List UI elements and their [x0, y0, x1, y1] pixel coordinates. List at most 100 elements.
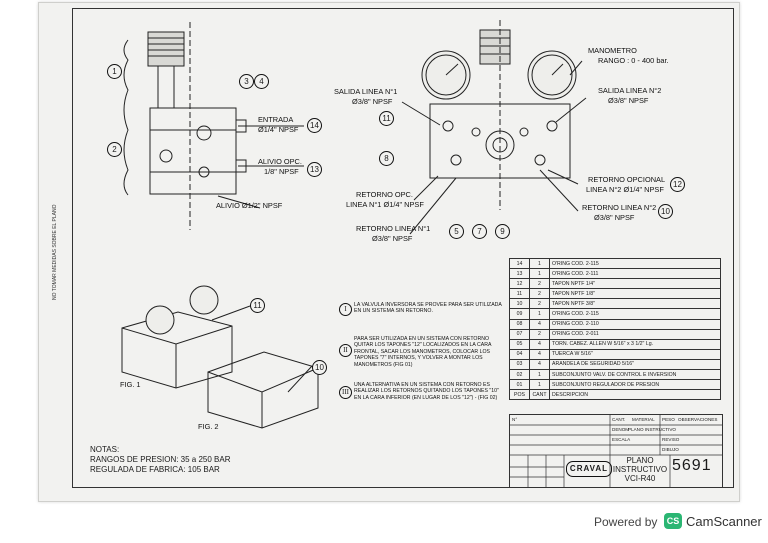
label-retorno-1-size: Ø3/8" NPSF	[372, 234, 413, 243]
camscanner-logo-icon: CS	[664, 513, 682, 529]
label-salida-2: SALIDA LINEA N°2	[598, 86, 662, 95]
label-retorno-opcional: RETORNO OPCIONAL	[588, 175, 666, 184]
title-instructivo: INSTRUCTIVO	[612, 465, 668, 474]
label-entrada-size: Ø1/4" NPSF	[258, 125, 299, 134]
title-plano: PLANO	[626, 456, 654, 465]
side-view-port	[196, 125, 212, 141]
bom-cant: 2	[529, 278, 550, 290]
tb-escala: ESCALA	[612, 437, 631, 442]
tb-no: N°	[512, 417, 518, 422]
label-alivio-opc: ALIVIO OPC.	[258, 157, 302, 166]
bom-cant: 4	[529, 348, 550, 360]
remark-1-numeral: I	[339, 303, 352, 316]
bom-pos: 10	[509, 298, 530, 310]
balloon-14: 14	[307, 118, 322, 133]
bom-cant: 2	[529, 328, 550, 340]
tb-observaciones: OBSERVACIONES	[678, 417, 718, 422]
balloon-4: 4	[254, 74, 269, 89]
label-retorno-opc-1: RETORNO OPC.	[356, 190, 413, 199]
balloon-11-fig1: 11	[250, 298, 265, 313]
bom-descripcion: TAPON NPTF 1/4"	[549, 278, 721, 290]
balloon-12: 12	[670, 177, 685, 192]
label-salida-1: SALIDA LINEA N°1	[334, 87, 398, 96]
label-rango: RANGO : 0 - 400 bar.	[598, 56, 669, 65]
bom-cant: CANT	[529, 389, 550, 401]
bom-descripcion: O'RING COD. 2-011	[549, 328, 721, 340]
remark-2-text: PARA SER UTILIZADA EN UN SISTEMA CON RET…	[354, 336, 492, 368]
bom-pos: 13	[509, 268, 530, 280]
side-view-stem	[157, 65, 175, 109]
label-alivio: ALIVIO Ø1/2" NPSF	[216, 201, 283, 210]
drawing-frame	[72, 8, 734, 488]
notes-line-2: REGULADA DE FABRICA: 105 BAR	[90, 465, 220, 474]
bom-pos: 09	[509, 308, 530, 320]
label-retorno-opc-1-b: LINEA N°1 Ø1/4" NPSF	[346, 200, 424, 209]
balloon-3: 3	[239, 74, 254, 89]
bom-descripcion: O'RING COD. 2-115	[549, 308, 721, 320]
bom-descripcion: DESCRIPCION	[549, 389, 721, 401]
bom-cant: 1	[529, 369, 550, 381]
tb-plano-instructivo: PLANO INSTRUCTIVO	[628, 427, 676, 432]
bom-pos: POS	[509, 389, 530, 401]
balloon-9: 9	[495, 224, 510, 239]
fig2-caption: FIG. 2	[198, 422, 219, 431]
tb-reviso: REVISO	[662, 437, 680, 442]
bom-cant: 1	[529, 308, 550, 320]
bom-pos: 03	[509, 358, 530, 371]
side-view-body	[149, 107, 237, 195]
bom-cant: 2	[529, 288, 550, 300]
notes-title: NOTAS:	[90, 445, 120, 454]
bom-pos: 11	[509, 288, 530, 300]
camscanner-brand: CS CamScanner	[664, 513, 762, 529]
bom-cant: 1	[529, 257, 550, 270]
drawing-sheet	[38, 2, 740, 502]
fig2-block	[207, 351, 319, 429]
bom-cant: 1	[529, 379, 550, 391]
bom-descripcion: ARANDELA DE SEGURIDAD 5/16"	[549, 358, 721, 371]
label-retorno-2-size: Ø3/8" NPSF	[594, 213, 635, 222]
tb-cant: CANT.	[612, 417, 626, 422]
bom-pos: 01	[509, 379, 530, 391]
balloon-7: 7	[472, 224, 487, 239]
bom-pos: 14	[509, 257, 530, 270]
label-manometro: MANOMETRO	[588, 46, 637, 55]
bom-descripcion: TORN. CABEZ. ALLEN W 5/16" x 3 1/2" Lg.	[549, 338, 721, 350]
bom-descripcion: TAPON NPTF 3/8"	[549, 298, 721, 310]
title-block-grid	[510, 415, 722, 487]
bom-cant: 2	[529, 298, 550, 310]
bom-descripcion: SUBCONJUNTO REGULADOR DE PRESION	[549, 379, 721, 391]
balloon-10: 10	[658, 204, 673, 219]
label-retorno-1: RETORNO LINEA N°1	[356, 224, 431, 233]
bom-descripcion: O'RING COD. 2-110	[549, 318, 721, 330]
remark-3-text: UNA ALTERNATIVA EN UN SISTEMA CON RETORN…	[354, 382, 499, 401]
craval-logo: CRAVAL	[566, 461, 612, 477]
bom-pos: 04	[509, 348, 530, 360]
balloon-10-fig2: 10	[312, 360, 327, 375]
bom-descripcion: SUBCONJUNTO VALV. DE CONTROL E INVERSION	[549, 369, 721, 381]
label-entrada: ENTRADA	[258, 115, 294, 124]
bom-descripcion: TAPON NPTF 1/8"	[549, 288, 721, 300]
balloon-2: 2	[107, 142, 122, 157]
fig1-caption: FIG. 1	[120, 380, 141, 389]
bom-pos: 02	[509, 369, 530, 381]
bom-pos: 07	[509, 328, 530, 340]
bom-descripcion: O'RING COD. 2-115	[549, 257, 721, 270]
bom-cant: 1	[529, 268, 550, 280]
label-salida-2-size: Ø3/8" NPSF	[608, 96, 649, 105]
remark-3-numeral: III	[339, 386, 352, 399]
